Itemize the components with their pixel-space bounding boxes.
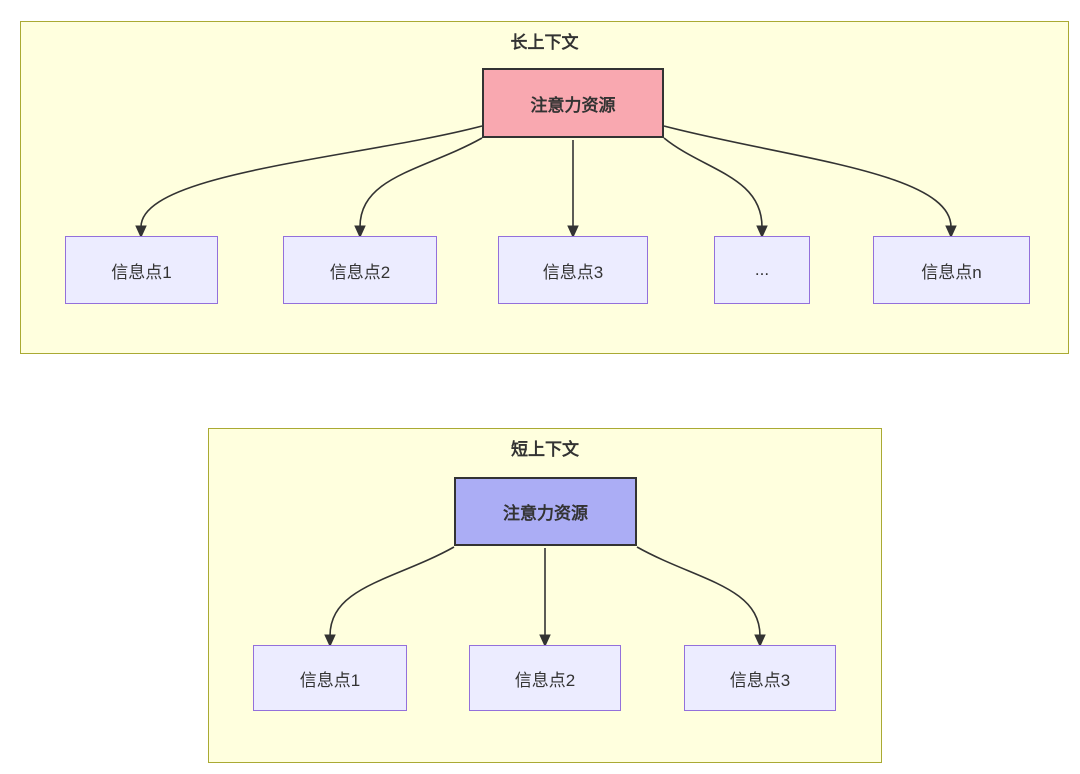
info-node-short-1: 信息点1 <box>253 645 407 711</box>
info-node-long-ellipsis: ... <box>714 236 810 304</box>
info-node-long-1: 信息点1 <box>65 236 218 304</box>
info-node-short-2: 信息点2 <box>469 645 621 711</box>
long-context-title: 长上下文 <box>510 33 579 52</box>
info-node-short-3: 信息点3 <box>684 645 836 711</box>
attention-node-long: 注意力资源 <box>482 68 664 138</box>
info-node-long-n: 信息点n <box>873 236 1030 304</box>
info-node-long-3: 信息点3 <box>498 236 648 304</box>
info-node-long-2: 信息点2 <box>283 236 437 304</box>
attention-node-short: 注意力资源 <box>454 477 637 546</box>
short-context-title: 短上下文 <box>511 440 579 459</box>
